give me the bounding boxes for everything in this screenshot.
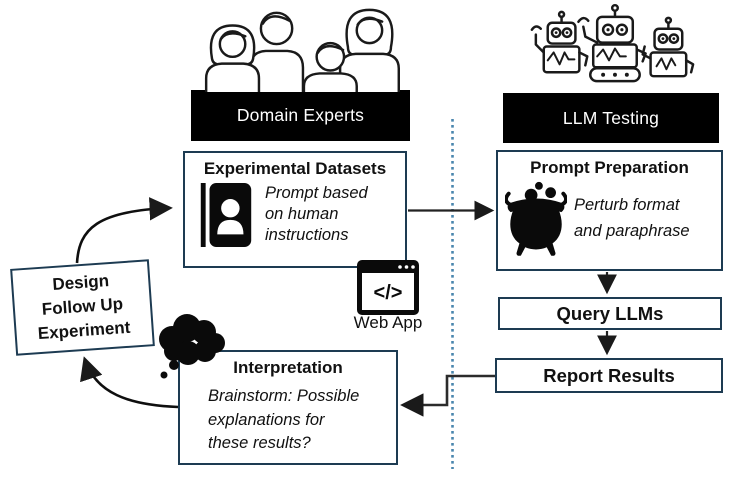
code-browser-icon: </> xyxy=(357,260,419,315)
web-app-label: Web App xyxy=(353,313,423,332)
interpretation-note: Brainstorm: Possible explanations for th… xyxy=(208,387,360,452)
experimental-datasets-title: Experimental Datasets xyxy=(203,159,387,178)
experimental-datasets-note: Prompt based on human instructions xyxy=(265,184,368,244)
prompt-preparation-title: Prompt Preparation xyxy=(530,158,689,177)
report-results-label: Report Results xyxy=(543,364,675,386)
domain-experts-label: Domain Experts xyxy=(236,105,365,125)
experimental-datasets-box: Experimental Datasets Prompt based on hu… xyxy=(183,151,407,268)
robots-icon xyxy=(527,3,699,94)
cauldron-icon xyxy=(505,179,567,259)
code-glyph: </> xyxy=(374,282,403,304)
thought-bubble-icon xyxy=(150,312,232,384)
interpretation-title: Interpretation xyxy=(233,358,343,377)
design-follow-up-box: Design Follow Up Experiment xyxy=(10,259,155,356)
prompt-preparation-box: Prompt Preparation Perturb format and pa… xyxy=(496,150,723,271)
domain-experts-bar: Domain Experts xyxy=(191,90,410,141)
report-results-box: Report Results xyxy=(495,358,723,393)
query-llms-box: Query LLMs xyxy=(498,297,722,330)
llm-testing-label: LLM Testing xyxy=(562,107,660,128)
llm-testing-bar: LLM Testing xyxy=(503,93,719,143)
interpretation-box: Interpretation Brainstorm: Possible expl… xyxy=(178,350,398,465)
address-book-icon xyxy=(200,183,252,247)
prompt-preparation-note: Perturb format and paraphrase xyxy=(574,196,690,240)
people-group-icon xyxy=(196,4,406,92)
query-llms-label: Query LLMs xyxy=(556,302,664,324)
